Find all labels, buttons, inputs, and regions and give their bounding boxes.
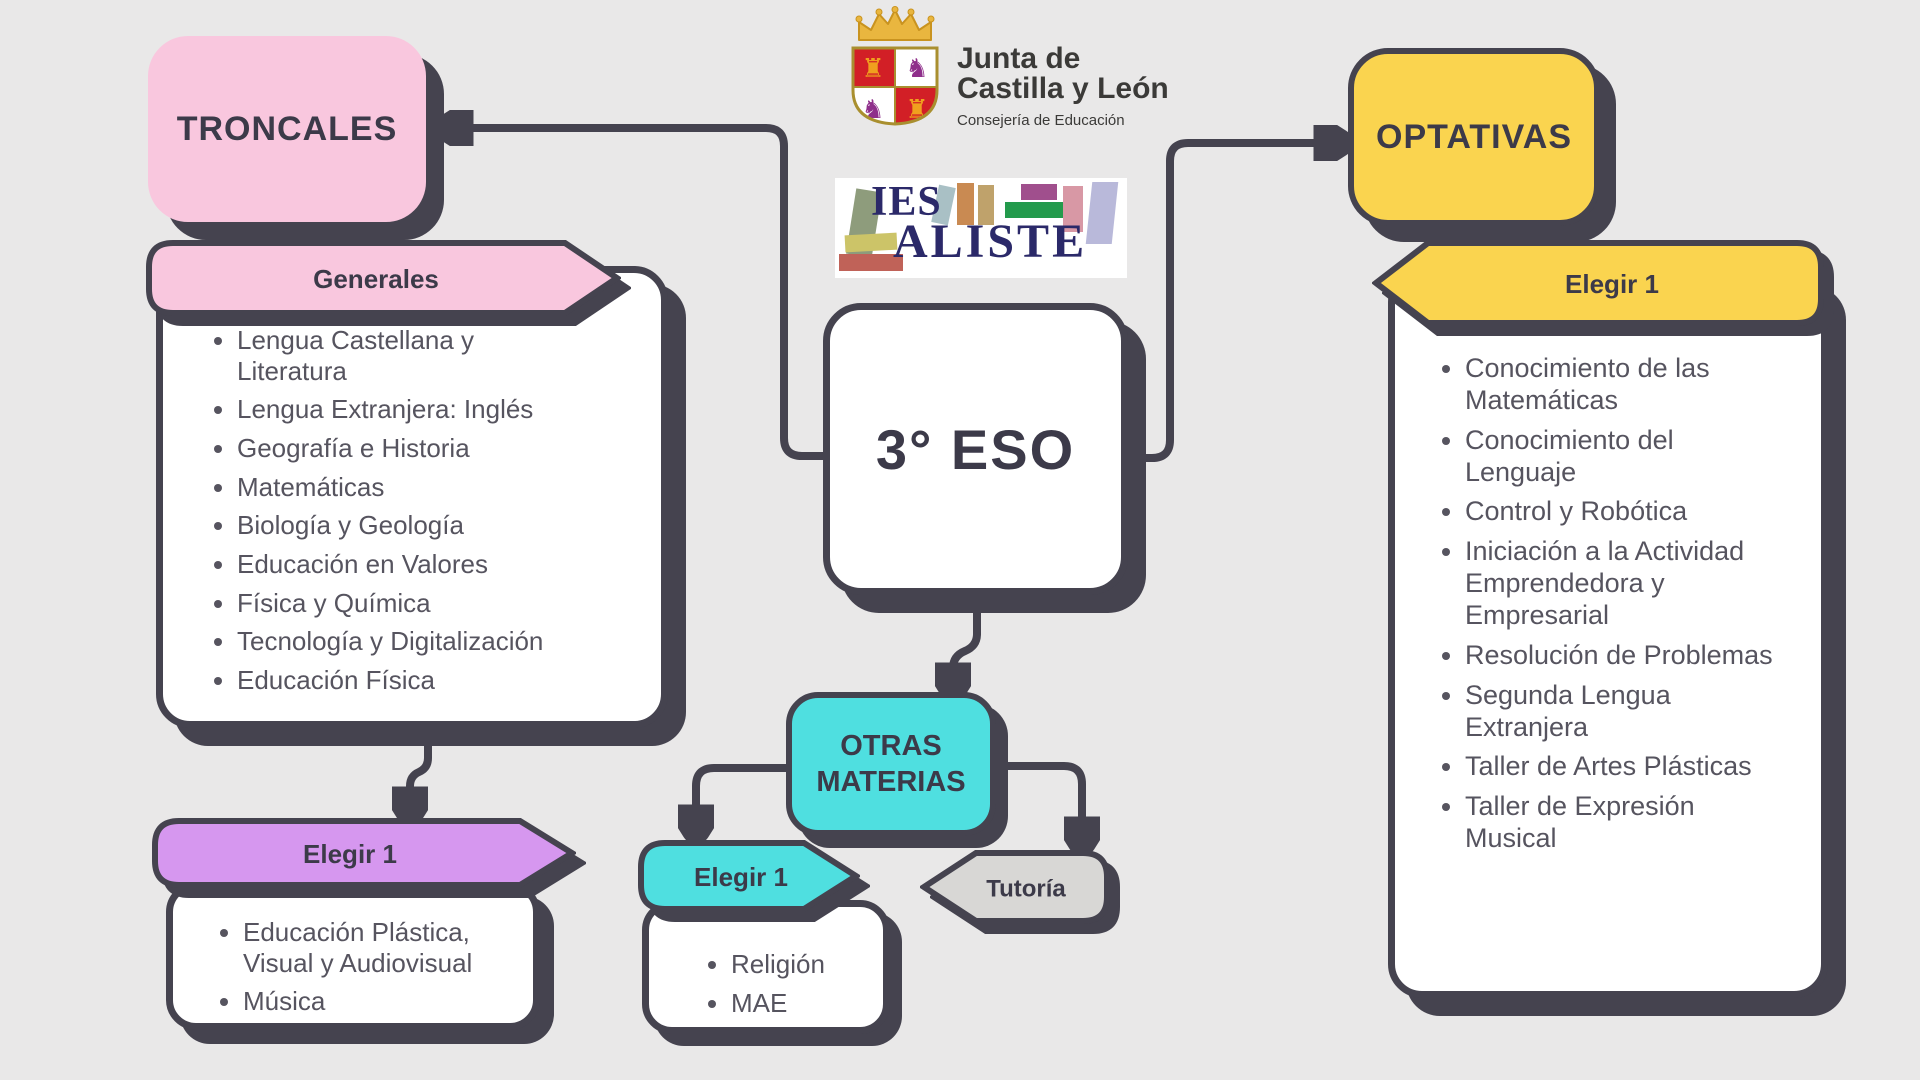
subject-item: Música xyxy=(243,986,501,1017)
shield-icon: ♜ ♞ ♞ ♜ xyxy=(851,46,939,126)
subject-item: Lengua Castellana y Literatura xyxy=(237,325,589,386)
lion-icon: ♞ xyxy=(905,53,928,83)
book-spine-icon xyxy=(844,232,898,253)
subject-item: Conocimiento del Lenguaje xyxy=(1465,425,1787,489)
eso-box: 3° ESO xyxy=(823,303,1128,595)
optativas-subjects-panel: Conocimiento de las MatemáticasConocimie… xyxy=(1388,268,1828,998)
tutoria-label: Tutoría xyxy=(986,875,1066,902)
eso-title: 3° ESO xyxy=(875,417,1076,481)
otras-elegir-pill: Elegir 1 xyxy=(638,840,860,912)
subject-item: Biología y Geología xyxy=(237,510,589,541)
troncales-subjects-list: Lengua Castellana y LiteraturaLengua Ext… xyxy=(203,325,589,696)
subject-item: Control y Robótica xyxy=(1465,496,1787,528)
subject-item: Educación Plástica, Visual y Audiovisual xyxy=(243,917,501,978)
optativas-elegir-pill: Elegir 1 xyxy=(1372,240,1824,326)
arrow-otras-to-tutoria xyxy=(998,762,1082,838)
troncales-elegir-pill: Elegir 1 xyxy=(152,818,576,888)
subject-item: Lengua Extranjera: Inglés xyxy=(237,394,589,425)
ies-logo-line2: ALISTE xyxy=(893,215,1088,268)
arrow-eso-to-optativas xyxy=(1126,143,1335,462)
book-spine-icon xyxy=(1005,202,1069,218)
otras-materias-box: OTRAS MATERIAS xyxy=(786,692,996,836)
subject-item: Conocimiento de las Matemáticas xyxy=(1465,353,1787,417)
arrow-eso-to-troncales xyxy=(452,128,826,460)
subject-item: Educación Física xyxy=(237,665,589,696)
subject-item: Resolución de Problemas xyxy=(1465,640,1787,672)
otras-materias-title: OTRAS MATERIAS xyxy=(816,729,966,798)
tutoria-pill: Tutoría xyxy=(920,850,1110,924)
troncales-elective-panel: Educación Plástica, Visual y Audiovisual… xyxy=(166,882,540,1030)
castle-icon: ♜ xyxy=(861,53,884,83)
otras-elective-panel: ReligiónMAE xyxy=(642,900,890,1034)
otras-elective-list: ReligiónMAE xyxy=(697,949,877,1018)
otras-elegir-label: Elegir 1 xyxy=(694,862,788,892)
ies-aliste-logo: IES ALISTE xyxy=(835,178,1127,278)
junta-title-line1: Junta de xyxy=(957,42,1081,75)
subject-item: Taller de Artes Plásticas xyxy=(1465,751,1787,783)
generales-pill: Generales xyxy=(146,240,621,316)
book-spine-icon xyxy=(957,183,974,225)
coat-of-arms-icon: ♜ ♞ ♞ ♜ xyxy=(851,6,939,126)
book-spine-icon xyxy=(978,185,994,225)
troncales-box: TRONCALES xyxy=(148,36,426,222)
subject-item: Geografía e Historia xyxy=(237,433,589,464)
book-spine-icon xyxy=(839,254,903,271)
optativas-subjects-list: Conocimiento de las MatemáticasConocimie… xyxy=(1431,353,1787,855)
book-spine-icon xyxy=(1085,182,1119,244)
troncales-elegir-label: Elegir 1 xyxy=(303,839,397,869)
optativas-title: OPTATIVAS xyxy=(1376,117,1572,156)
subject-item: MAE xyxy=(731,988,877,1019)
crown-icon xyxy=(855,6,935,41)
ies-logo-line1: IES xyxy=(871,179,942,225)
junta-title-line2: Castilla y León xyxy=(957,72,1169,105)
troncales-subjects-panel: Lengua Castellana y LiteraturaLengua Ext… xyxy=(156,266,668,728)
subject-item: Tecnología y Digitalización xyxy=(237,626,589,657)
junta-subtitle: Consejería de Educación xyxy=(957,112,1125,129)
subject-item: Física y Química xyxy=(237,588,589,619)
book-spine-icon xyxy=(1063,186,1083,232)
subject-item: Educación en Valores xyxy=(237,549,589,580)
arrow-eso-to-otras-materias xyxy=(953,597,981,684)
subject-item: Segunda Lengua Extranjera xyxy=(1465,680,1787,744)
subject-item: Matemáticas xyxy=(237,472,589,503)
optativas-box: OPTATIVAS xyxy=(1348,48,1600,226)
subject-item: Taller de Expresión Musical xyxy=(1465,791,1787,855)
generales-label: Generales xyxy=(313,264,439,294)
book-spine-icon xyxy=(1021,184,1057,200)
troncales-title: TRONCALES xyxy=(176,109,398,148)
junta-logo: ♜ ♞ ♞ ♜ Junta de Castilla y León Conseje… xyxy=(845,4,1185,160)
subject-item: Religión xyxy=(731,949,877,980)
troncales-elective-list: Educación Plástica, Visual y Audiovisual… xyxy=(209,917,501,1017)
subject-item: Iniciación a la Actividad Emprendedora y… xyxy=(1465,536,1787,632)
optativas-elegir-label: Elegir 1 xyxy=(1565,269,1659,299)
arrow-otras-to-elegir xyxy=(696,764,786,826)
arrow-generales-to-elegir xyxy=(410,730,432,808)
